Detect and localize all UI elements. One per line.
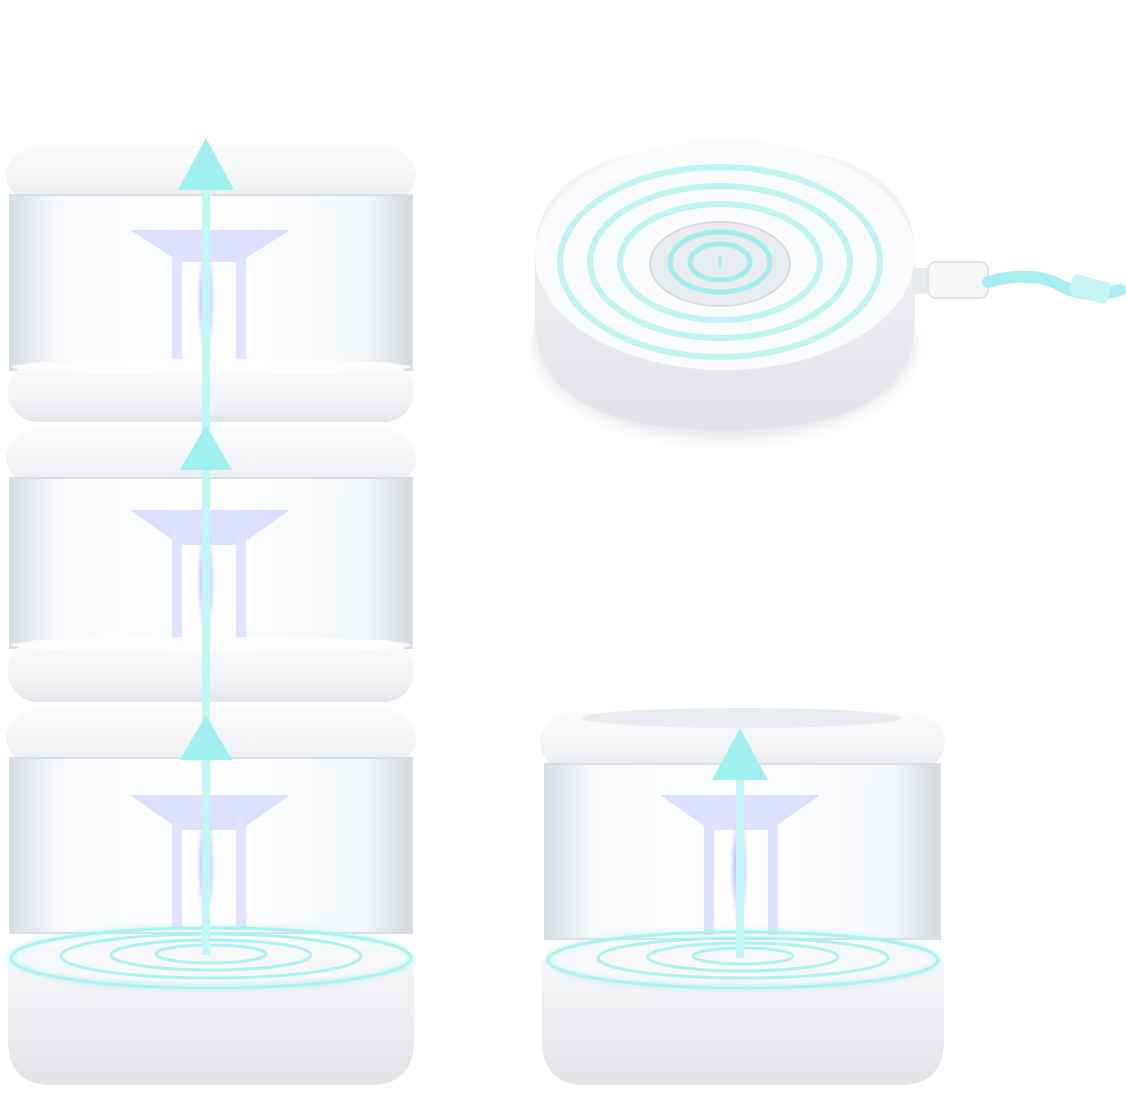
energy-arrow-single <box>712 728 768 958</box>
usb-cable <box>912 261 1126 304</box>
energy-arrow-stack <box>178 138 234 955</box>
center-ring-icon <box>667 229 773 295</box>
wireless-charging-pad <box>535 140 1126 440</box>
single-jar <box>540 708 945 1085</box>
right-coil-rings <box>546 930 940 990</box>
charging-rings <box>557 164 883 360</box>
stacked-jars <box>6 138 416 1085</box>
